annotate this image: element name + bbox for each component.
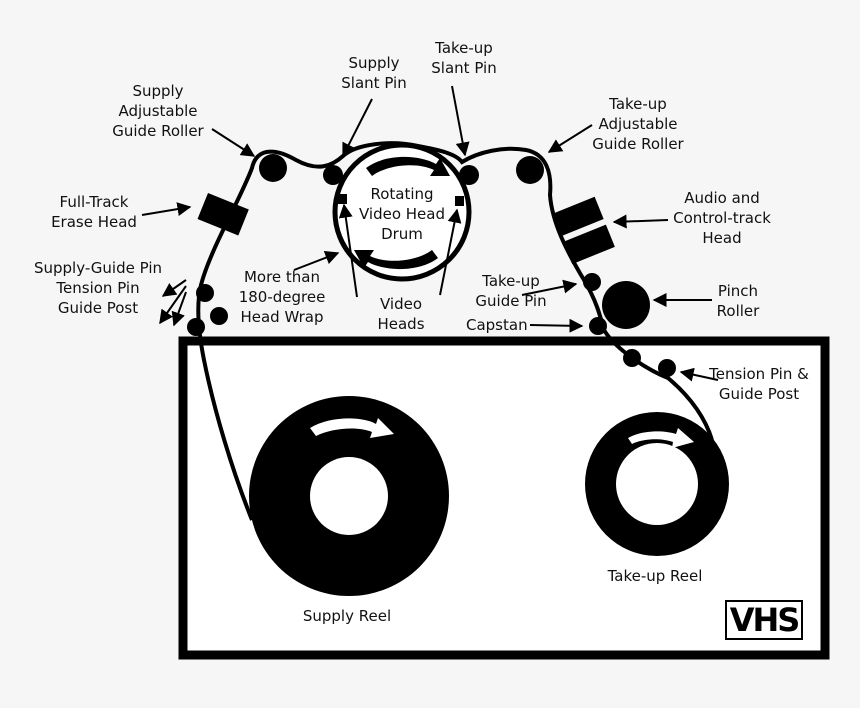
video-head-right	[455, 196, 464, 206]
label-supply-adjustable-guide-roller: Supply Adjustable Guide Roller	[112, 82, 204, 140]
label-takeup-adjustable-guide-roller: Take-up Adjustable Guide Roller	[592, 95, 684, 153]
vhs-logo-text: VHS	[730, 601, 799, 639]
supply-guide-pin	[196, 284, 214, 302]
video-head-drum	[332, 142, 472, 282]
audio-control-track-head	[552, 196, 615, 265]
label-audio-control-track-head: Audio and Control-track Head	[673, 189, 771, 247]
label-takeup-reel: Take-up Reel	[607, 567, 703, 585]
label-head-wrap: More than 180-degree Head Wrap	[238, 268, 326, 326]
supply-reel	[249, 396, 449, 596]
label-pinch-roller: Pinch Roller	[716, 282, 760, 320]
callout-arrows	[141, 85, 719, 382]
label-takeup-guide-pin: Take-up Guide Pin	[475, 272, 547, 310]
takeup-reel-arrow-icon	[628, 428, 694, 448]
takeup-adjustable-guide-roller	[516, 156, 544, 184]
supply-slant-pin	[323, 165, 343, 185]
label-full-track-erase-head: Full-Track Erase Head	[51, 193, 137, 231]
label-video-heads: Video Heads	[377, 295, 425, 333]
supply-adjustable-guide-roller	[259, 154, 287, 182]
drum-rotation-top-icon	[366, 156, 450, 176]
tension-pin	[210, 307, 228, 325]
takeup-guide-post	[658, 359, 676, 377]
supply-reel-arrow-icon	[310, 418, 394, 438]
video-head-left	[338, 194, 347, 204]
label-capstan: Capstan	[466, 316, 528, 334]
takeup-guide-pin	[583, 273, 601, 291]
takeup-reel	[585, 412, 729, 556]
pinch-roller	[602, 281, 650, 329]
capstan	[589, 317, 607, 335]
guide-post	[187, 318, 205, 336]
takeup-tension-pin	[623, 349, 641, 367]
label-rotating-video-head-drum: Rotating Video Head Drum	[358, 185, 445, 243]
vhs-logo: VHS	[725, 600, 803, 640]
full-track-erase-head	[197, 193, 249, 236]
label-supply-guide-tension-post: Supply-Guide Pin Tension Pin Guide Post	[33, 259, 163, 317]
label-supply-slant-pin: Supply Slant Pin	[341, 54, 407, 92]
takeup-slant-pin	[459, 165, 479, 185]
label-tension-pin-guide-post: Tension Pin & Guide Post	[709, 365, 809, 403]
label-takeup-slant-pin: Take-up Slant Pin	[431, 39, 497, 77]
label-supply-reel: Supply Reel	[302, 607, 392, 625]
drum-rotation-bottom-icon	[354, 250, 438, 270]
